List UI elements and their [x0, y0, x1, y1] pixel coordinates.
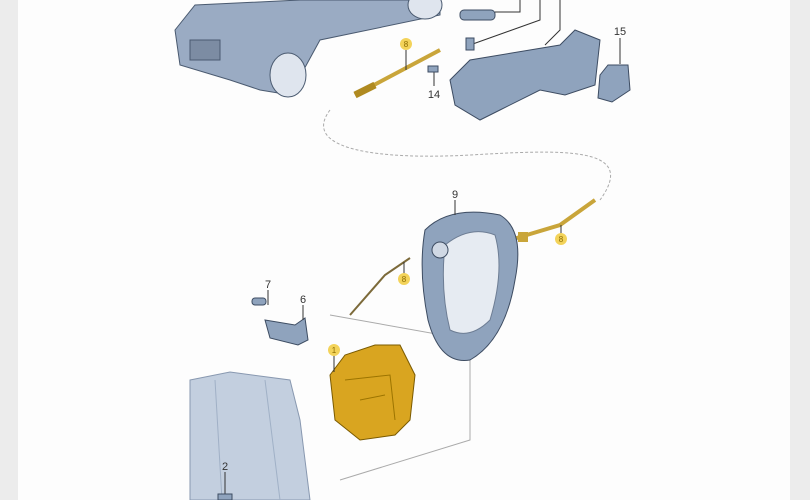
- car-illustration: [174, 0, 443, 98]
- outer-handle-housing: [421, 200, 519, 361]
- callouts: 8 14 15 9 8 8 7 6 1 2: [222, 26, 626, 473]
- label-8-top: 8: [404, 40, 409, 49]
- label-6: 6: [300, 294, 306, 306]
- bowden-cable-right: [509, 198, 597, 242]
- bowden-cable-top: [323, 48, 612, 201]
- label-8-mid: 8: [402, 275, 407, 284]
- label-9: 9: [452, 189, 458, 201]
- label-15: 15: [614, 26, 626, 38]
- door-panel: [189, 371, 311, 500]
- bracket: [251, 290, 309, 346]
- door-lock-actuator: [329, 344, 416, 441]
- label-1: 1: [332, 346, 337, 355]
- label-14: 14: [428, 89, 440, 101]
- handle-trim-cap: [597, 38, 631, 103]
- label-7: 7: [265, 279, 271, 291]
- label-8-right: 8: [559, 235, 564, 244]
- inner-door-handle: [449, 0, 601, 121]
- label-2: 2: [222, 461, 228, 473]
